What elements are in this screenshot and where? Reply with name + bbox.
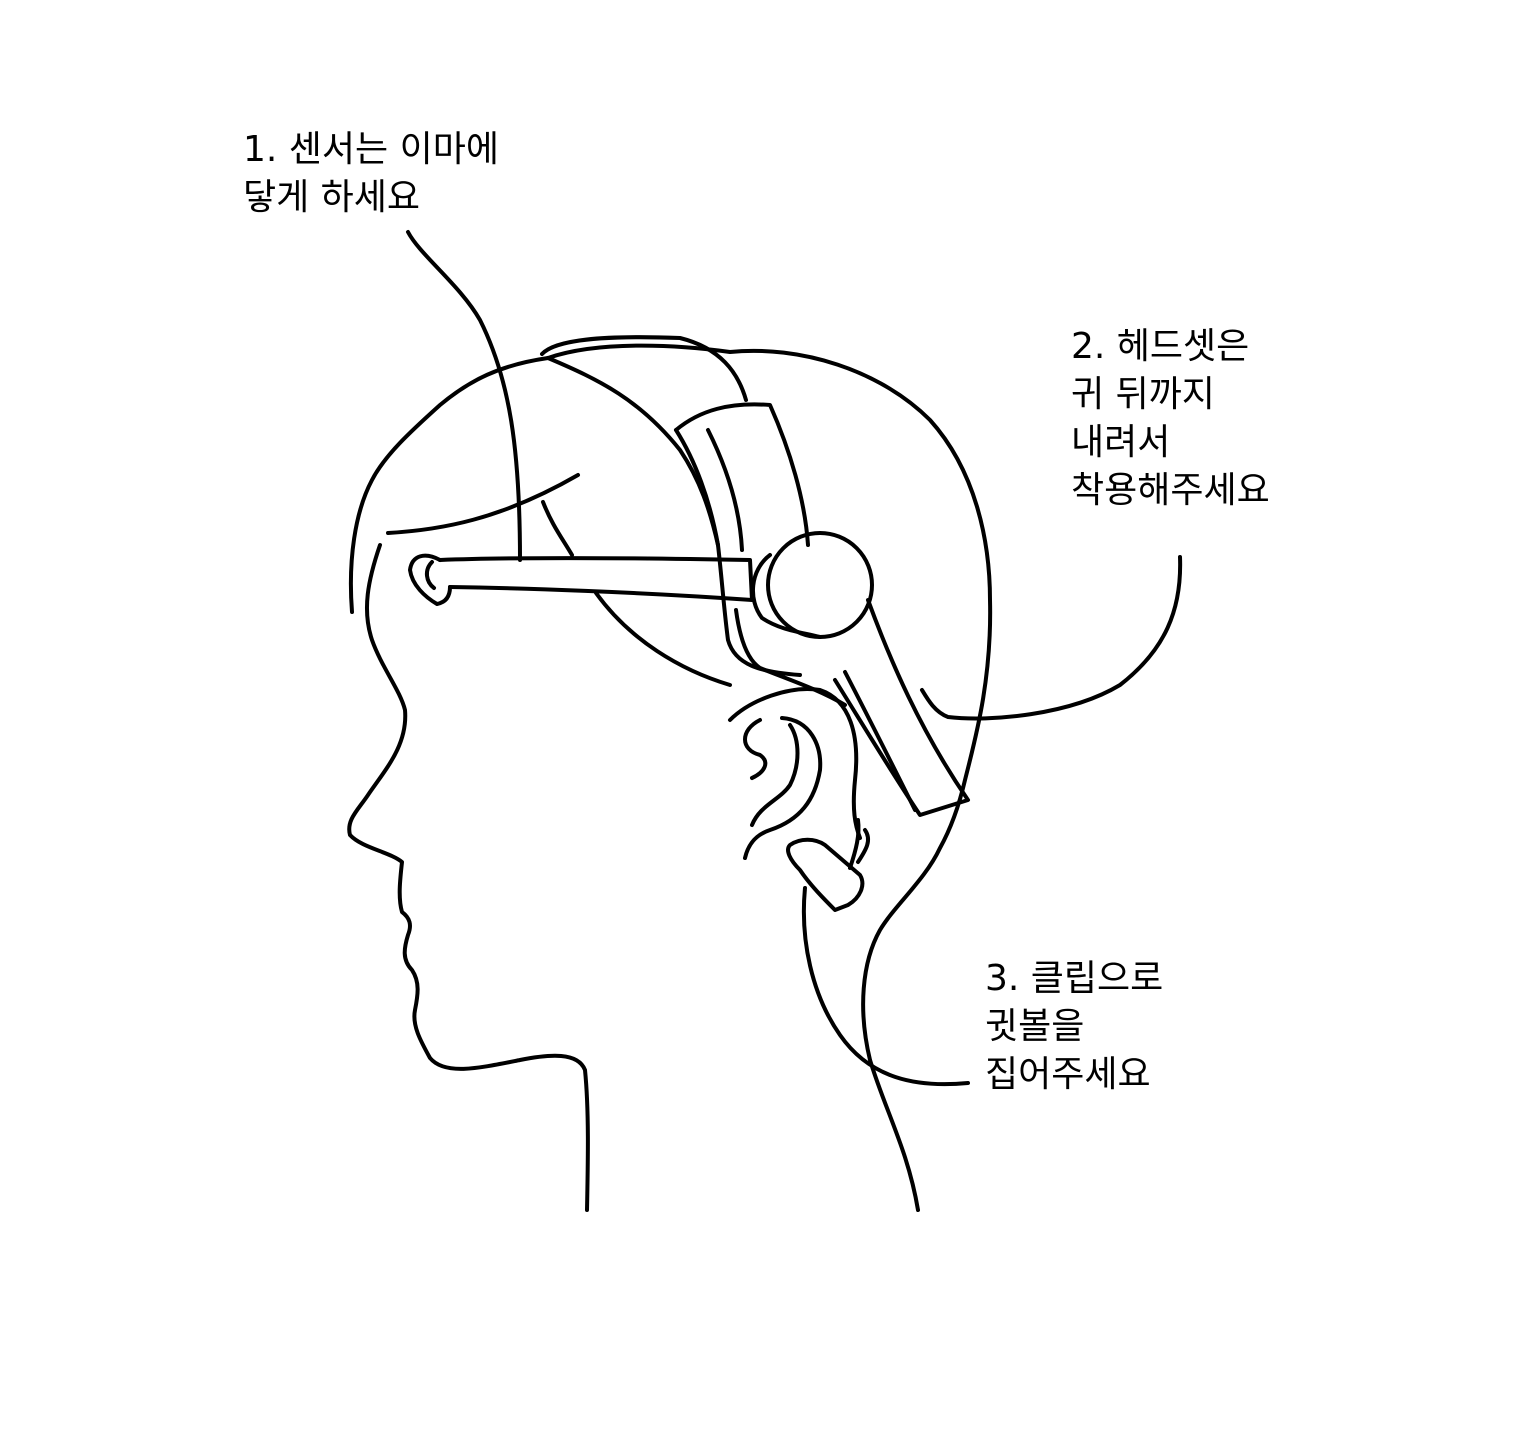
leader-line-3: [801, 886, 970, 1087]
ear-clip-wire-2: [848, 818, 861, 870]
annotation-headset-behind-ear: 2. 헤드셋은 귀 뒤까지 내려서 착용해주세요: [1071, 323, 1270, 515]
annotation-line: 착용해주세요: [1071, 470, 1270, 511]
hair-curve: [546, 356, 720, 547]
annotation-line: 귓볼을: [985, 1006, 1085, 1047]
annotation-line: 1. 센서는 이마에: [243, 129, 499, 170]
face-profile-outline: [347, 543, 590, 1212]
headband: [674, 402, 810, 547]
ear-clip: [786, 837, 865, 912]
headset-arm: [438, 556, 754, 602]
back-of-head-outline: [546, 343, 993, 1212]
sensor-detail: [425, 560, 436, 590]
leader-line-2: [920, 555, 1183, 721]
leader-line-1: [406, 230, 522, 562]
annotation-line: 귀 뒤까지: [1071, 374, 1215, 415]
hair-outline: [348, 356, 550, 614]
sideburn-curve: [594, 591, 732, 687]
ear-concha: [743, 718, 768, 780]
annotation-sensor-forehead: 1. 센서는 이마에 닿게 하세요: [243, 126, 499, 222]
headband-inner: [674, 428, 802, 677]
rear-strap-inner: [843, 670, 917, 812]
annotation-line: 집어주세요: [985, 1054, 1151, 1095]
hairline: [386, 473, 580, 535]
ear-clip-wire: [856, 828, 870, 864]
rear-strap: [833, 598, 970, 817]
annotation-line: 3. 클립으로: [985, 958, 1164, 999]
ear-outline: [728, 687, 862, 840]
hair-strand: [541, 500, 574, 557]
headband-stripe: [706, 428, 744, 552]
main-unit-rim: [750, 553, 822, 639]
hair-part: [540, 335, 748, 402]
ear-inner: [750, 723, 800, 827]
annotation-ear-clip: 3. 클립으로 귓볼을 집어주세요: [985, 955, 1163, 1099]
annotation-line: 2. 헤드셋은: [1071, 326, 1250, 367]
annotation-line: 내려서: [1071, 422, 1171, 463]
headset-main-unit: [766, 531, 874, 639]
annotation-line: 닿게 하세요: [243, 177, 421, 218]
ear-helix: [743, 716, 823, 860]
forehead-sensor: [408, 553, 452, 606]
strap-band: [734, 608, 847, 707]
